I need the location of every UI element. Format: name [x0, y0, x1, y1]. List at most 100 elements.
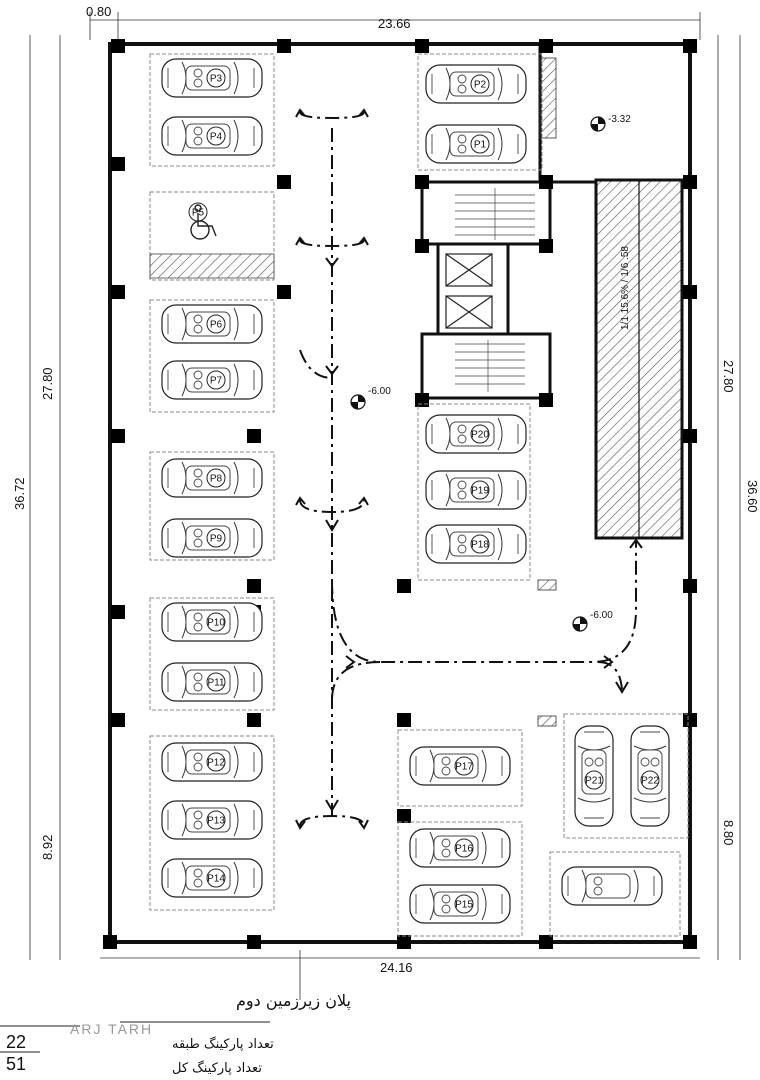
slot-marker [454, 756, 474, 776]
column [683, 579, 697, 593]
parking-slot-label: P20 [471, 430, 489, 441]
parking-bay [397, 821, 523, 937]
column [683, 429, 697, 443]
column [111, 285, 125, 299]
car: P4 [161, 116, 263, 156]
column [247, 713, 261, 727]
car: P14 [161, 858, 263, 898]
parking-slot-label: P19 [471, 486, 489, 497]
car: P17 [409, 746, 511, 786]
dim-top-offset: 0.80 [86, 4, 111, 19]
car: P1 [425, 124, 527, 164]
column [277, 39, 291, 53]
parking-bay [417, 53, 543, 171]
dim-right-outer: 36.60 [745, 480, 760, 513]
column [277, 175, 291, 189]
car: P11 [161, 662, 263, 702]
column [683, 935, 697, 949]
slot-marker [640, 770, 660, 790]
car: P7 [161, 360, 263, 400]
parking-bay [149, 53, 275, 167]
slot-marker [470, 134, 490, 154]
parking-slot-label: P8 [210, 474, 223, 485]
column [683, 713, 697, 727]
level-lower: -6.00 [590, 610, 613, 621]
level-marker-lower [572, 616, 588, 632]
total-parking-label: تعداد پارکینگ کل [172, 1060, 262, 1076]
car: P20 [425, 414, 527, 454]
dim-left-lower: 8.92 [40, 835, 55, 860]
column [539, 175, 553, 189]
parking-slot-label: P12 [207, 758, 225, 769]
parking-slot-label: P14 [207, 874, 225, 885]
column [277, 285, 291, 299]
title-block: ARJ TARH [0, 1021, 270, 1037]
column [397, 809, 411, 823]
column [397, 579, 411, 593]
dim-left-inner: 27.80 [40, 367, 55, 400]
slot-marker [206, 672, 226, 692]
slot-marker [206, 314, 226, 334]
parking-slot-label: P6 [210, 320, 223, 331]
parking-slot-label: P4 [210, 132, 223, 143]
stair-top [455, 188, 535, 240]
column [247, 935, 261, 949]
parking-slot-label: P7 [210, 376, 223, 387]
car: P15 [409, 884, 511, 924]
parking-slot-label: P10 [207, 618, 225, 629]
car: P18 [425, 524, 527, 564]
car: P12 [161, 742, 263, 782]
dimension-lines [29, 12, 741, 1000]
slot-marker [206, 810, 226, 830]
level-marker-ramp-top [590, 116, 606, 132]
drain-grate [537, 579, 557, 591]
dim-left-outer: 36.72 [12, 477, 27, 510]
parking-slot-label: P2 [474, 80, 487, 91]
column [415, 175, 429, 189]
car-shape [561, 866, 663, 906]
floor-parking-label: تعداد پارکینگ طبقه [172, 1036, 274, 1052]
floor-parking-count: 22 [6, 1032, 26, 1052]
parking-bay [549, 851, 681, 937]
car: P19 [425, 470, 527, 510]
parking-slot-label: P15 [455, 900, 473, 911]
column [539, 393, 553, 407]
slot-marker [206, 68, 226, 88]
column [111, 605, 125, 619]
slot-marker [206, 612, 226, 632]
ramp-note: 1/1 15.6% / 1/6 .58 [620, 246, 631, 330]
slot-marker [206, 752, 226, 772]
column [397, 713, 411, 727]
plan-title: پلان زیرزمین دوم [236, 991, 351, 1011]
parking-slot-label: P16 [455, 844, 473, 855]
slot-marker [206, 468, 226, 488]
slot-marker [454, 838, 474, 858]
watermark: ARJ TARH [70, 1021, 153, 1037]
ramp-top-hatch [539, 57, 557, 139]
parking-slot-label: P1 [474, 140, 487, 151]
car: P22 [630, 725, 670, 827]
column [683, 285, 697, 299]
parking-slot-label: P18 [471, 540, 489, 551]
column [247, 579, 261, 593]
parking-bay [397, 729, 523, 807]
column [111, 39, 125, 53]
car: P6 [161, 304, 263, 344]
car: P10 [161, 602, 263, 642]
parking-slot-label: P17 [455, 762, 473, 773]
accessible-slot-p5 [149, 191, 275, 281]
column [683, 175, 697, 189]
slot-marker [584, 770, 604, 790]
column [683, 39, 697, 53]
column [539, 239, 553, 253]
parking-bays [149, 53, 689, 937]
column [103, 935, 117, 949]
elevators [445, 253, 493, 329]
slot-marker [206, 126, 226, 146]
parking-slot-label: P11 [207, 678, 224, 689]
drain-grate [537, 715, 557, 727]
slot-marker [470, 480, 490, 500]
column [111, 157, 125, 171]
traffic-flow [299, 111, 637, 827]
car: P9 [161, 518, 263, 558]
